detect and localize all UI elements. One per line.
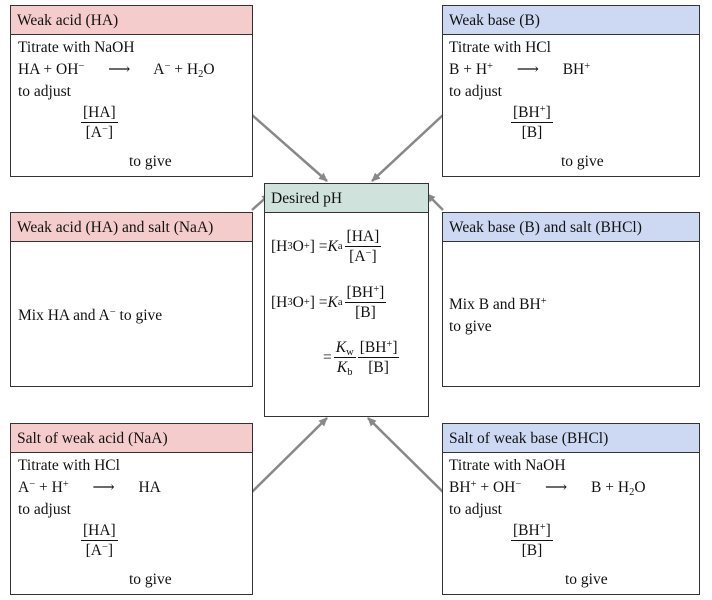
base-salt-box: Weak base (B) and salt (BHCl) Mix B and … <box>442 212 700 387</box>
weak-base-reaction: B + H+ ⟶ BH+ <box>449 61 591 78</box>
salt-base-line3: to adjust <box>449 501 502 518</box>
acid-salt-text: Mix HA and A− to give <box>18 307 163 324</box>
salt-acid-line3: to adjust <box>18 501 71 518</box>
weak-acid-line1: Titrate with NaOH <box>18 39 135 56</box>
salt-base-give: to give <box>565 571 608 588</box>
weak-base-line3: to adjust <box>449 83 502 100</box>
weak-acid-title: Weak acid (HA) <box>11 6 252 35</box>
salt-base-ratio: [BH+] [B] <box>511 522 553 559</box>
weak-base-line1: Titrate with HCl <box>449 39 551 56</box>
salt-acid-line1: Titrate with HCl <box>18 457 120 474</box>
salt-acid-reaction: A− + H+ ⟶ HA <box>18 479 161 496</box>
weak-acid-box: Weak acid (HA) Titrate with NaOH HA + OH… <box>10 5 253 177</box>
acid-salt-title: Weak acid (HA) and salt (NaA) <box>11 213 252 242</box>
weak-base-box: Weak base (B) Titrate with HCl B + H+ ⟶ … <box>442 5 700 177</box>
arrow-weak-acid <box>251 114 328 182</box>
weak-base-title: Weak base (B) <box>443 6 699 35</box>
salt-acid-title: Salt of weak acid (NaA) <box>11 424 252 453</box>
salt-base-title: Salt of weak base (BHCl) <box>443 424 699 453</box>
salt-base-box: Salt of weak base (BHCl) Titrate with Na… <box>442 423 700 595</box>
salt-base-reaction: BH+ + OH− ⟶ B + H2O <box>449 479 646 498</box>
arrow-weak-base <box>371 114 444 182</box>
weak-acid-ratio: [HA] [A−] <box>81 104 118 141</box>
weak-base-ratio: [BH+] [B] <box>511 104 553 141</box>
weak-acid-give: to give <box>129 153 172 170</box>
weak-acid-line3: to adjust <box>18 83 71 100</box>
arrow-salt-acid <box>251 417 328 493</box>
salt-acid-give: to give <box>129 571 172 588</box>
salt-base-line1: Titrate with NaOH <box>449 457 566 474</box>
acid-salt-box: Weak acid (HA) and salt (NaA) Mix HA and… <box>10 212 253 387</box>
base-salt-title: Weak base (B) and salt (BHCl) <box>443 213 699 242</box>
base-salt-line2: to give <box>449 318 492 335</box>
weak-base-give: to give <box>561 153 604 170</box>
weak-acid-reaction: HA + OH− ⟶ A− + H2O <box>18 61 215 80</box>
arrow-salt-base <box>367 417 444 493</box>
base-salt-text: Mix B and BH+ <box>449 296 547 313</box>
arrow-base-salt <box>426 193 444 211</box>
salt-acid-ratio: [HA] [A−] <box>81 522 118 559</box>
equation-kw-kb: = Kw Kb [BH+] [B] <box>323 339 400 378</box>
desired-ph-title: Desired pH <box>265 184 428 213</box>
salt-acid-box: Salt of weak acid (NaA) Titrate with HCl… <box>10 423 253 595</box>
